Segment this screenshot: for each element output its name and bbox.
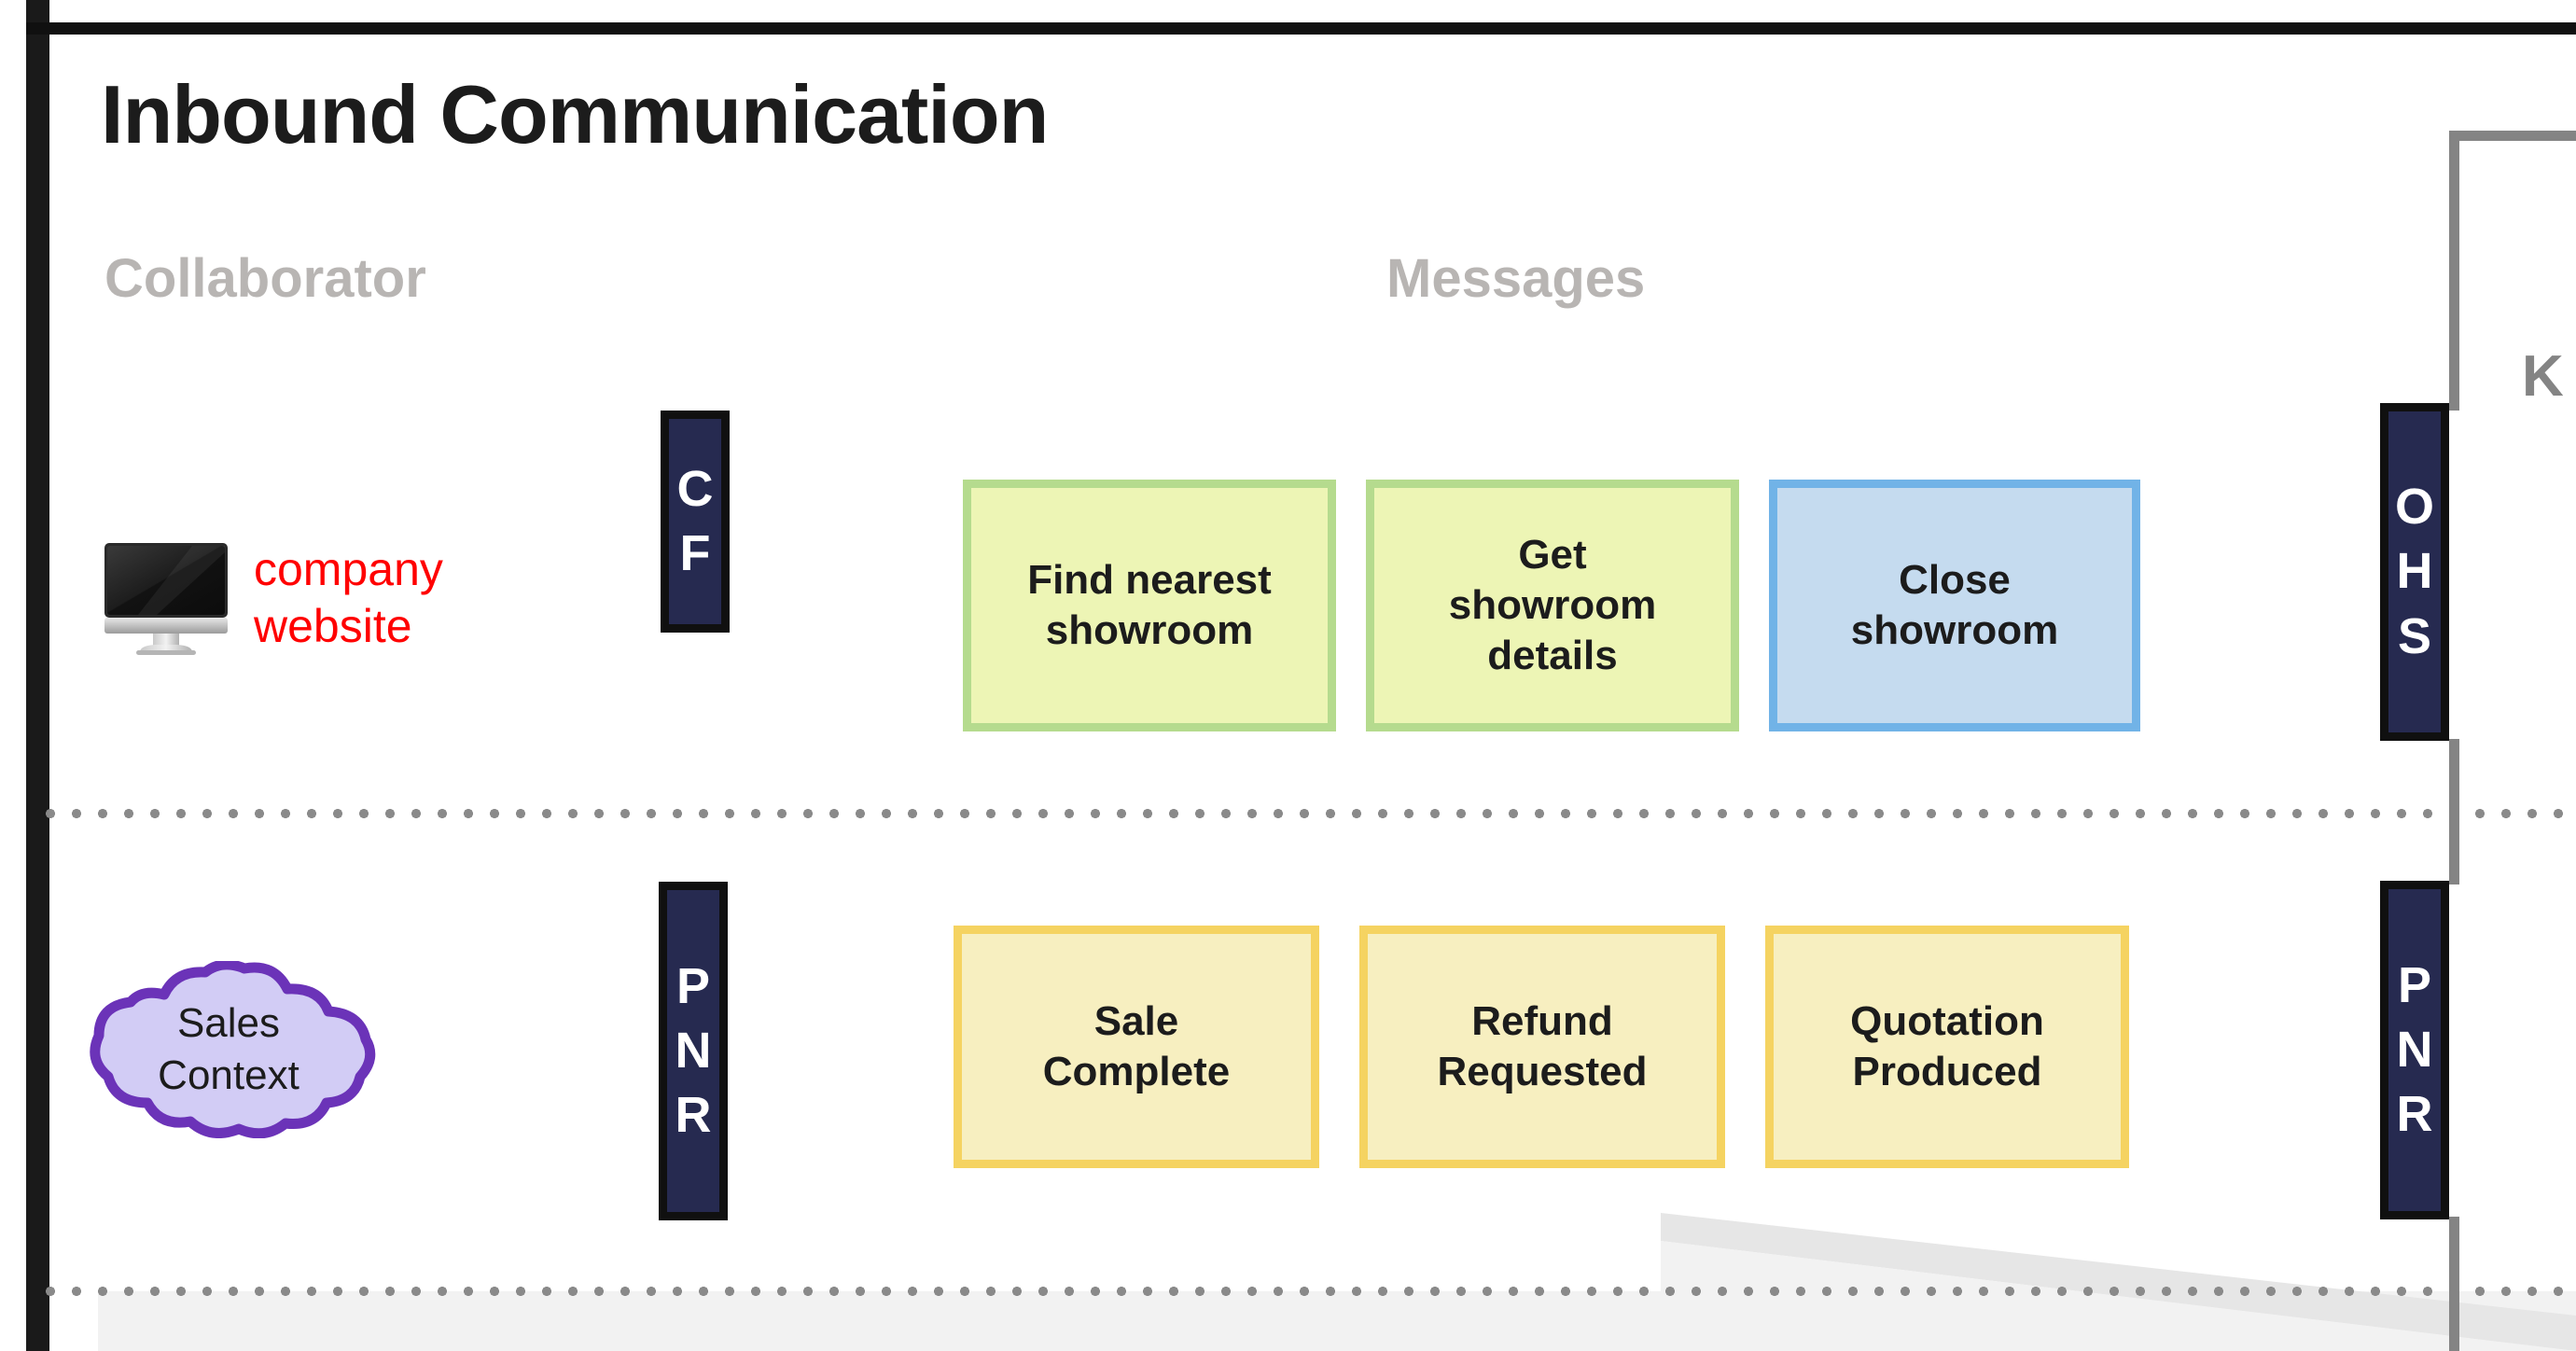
- cloud-label: Sales Context: [158, 999, 299, 1098]
- page-title: Inbound Communication: [101, 68, 1049, 160]
- code-badge-pnr-right-letter-0: P: [2397, 956, 2432, 1013]
- code-badge-ohs-letter-2: S: [2397, 607, 2432, 664]
- message-row-sales-context: Sale Complete Refund Requested Quotation…: [954, 926, 2129, 1168]
- connector-line-top-vertical: [2449, 131, 2459, 411]
- code-badge-pnr-right-letter-2: R: [2396, 1086, 2433, 1143]
- code-badge-ohs-letter-1: H: [2396, 543, 2433, 600]
- code-badge-pnr-left[interactable]: P N R: [659, 882, 728, 1220]
- code-badge-pnr-left-letter-1: N: [675, 1022, 712, 1079]
- connector-line-top-horizontal: [2449, 131, 2576, 141]
- code-badge-pnr-left-letter-2: R: [675, 1087, 712, 1144]
- code-badge-ohs[interactable]: O H S: [2380, 403, 2449, 741]
- collaborator-website-label: company website: [254, 543, 443, 652]
- lane-separator-top: [37, 809, 2576, 818]
- message-box-quotation-produced[interactable]: Quotation Produced: [1765, 926, 2129, 1168]
- frame-left-bar: [26, 0, 49, 1351]
- message-box-close-showroom[interactable]: Close showroom: [1769, 480, 2140, 731]
- code-badge-pnr-right-letter-1: N: [2396, 1021, 2433, 1078]
- message-row-website: Find nearest showroom Get showroom detai…: [963, 480, 2140, 731]
- monitor-icon: [103, 541, 233, 655]
- collaborator-sales-context[interactable]: Sales Context: [75, 961, 383, 1138]
- code-badge-cf[interactable]: C F: [661, 411, 730, 633]
- code-badge-cf-letter-0: C: [676, 460, 714, 517]
- background-band: [98, 1291, 2576, 1351]
- message-box-sale-complete[interactable]: Sale Complete: [954, 926, 1319, 1168]
- collaborator-website[interactable]: company website: [103, 541, 443, 655]
- message-box-get-showroom-details[interactable]: Get showroom details: [1366, 480, 1739, 731]
- frame-top-rule: [26, 22, 2576, 35]
- message-box-find-nearest-showroom[interactable]: Find nearest showroom: [963, 480, 1336, 731]
- message-box-refund-requested[interactable]: Refund Requested: [1359, 926, 1725, 1168]
- lane-separator-bottom: [37, 1287, 2576, 1296]
- code-badge-ohs-letter-0: O: [2394, 479, 2434, 536]
- cloud-icon: Sales Context: [75, 961, 383, 1138]
- code-badge-cf-letter-1: F: [679, 525, 711, 581]
- connector-line-bottom-vertical: [2449, 1217, 2459, 1351]
- column-label-messages: Messages: [1386, 248, 1646, 309]
- code-badge-pnr-right[interactable]: P N R: [2380, 881, 2449, 1219]
- connector-label-k: K: [2522, 344, 2564, 409]
- column-label-collaborator: Collaborator: [104, 248, 426, 309]
- code-badge-pnr-left-letter-0: P: [675, 957, 711, 1014]
- connector-line-middle-vertical: [2449, 739, 2459, 884]
